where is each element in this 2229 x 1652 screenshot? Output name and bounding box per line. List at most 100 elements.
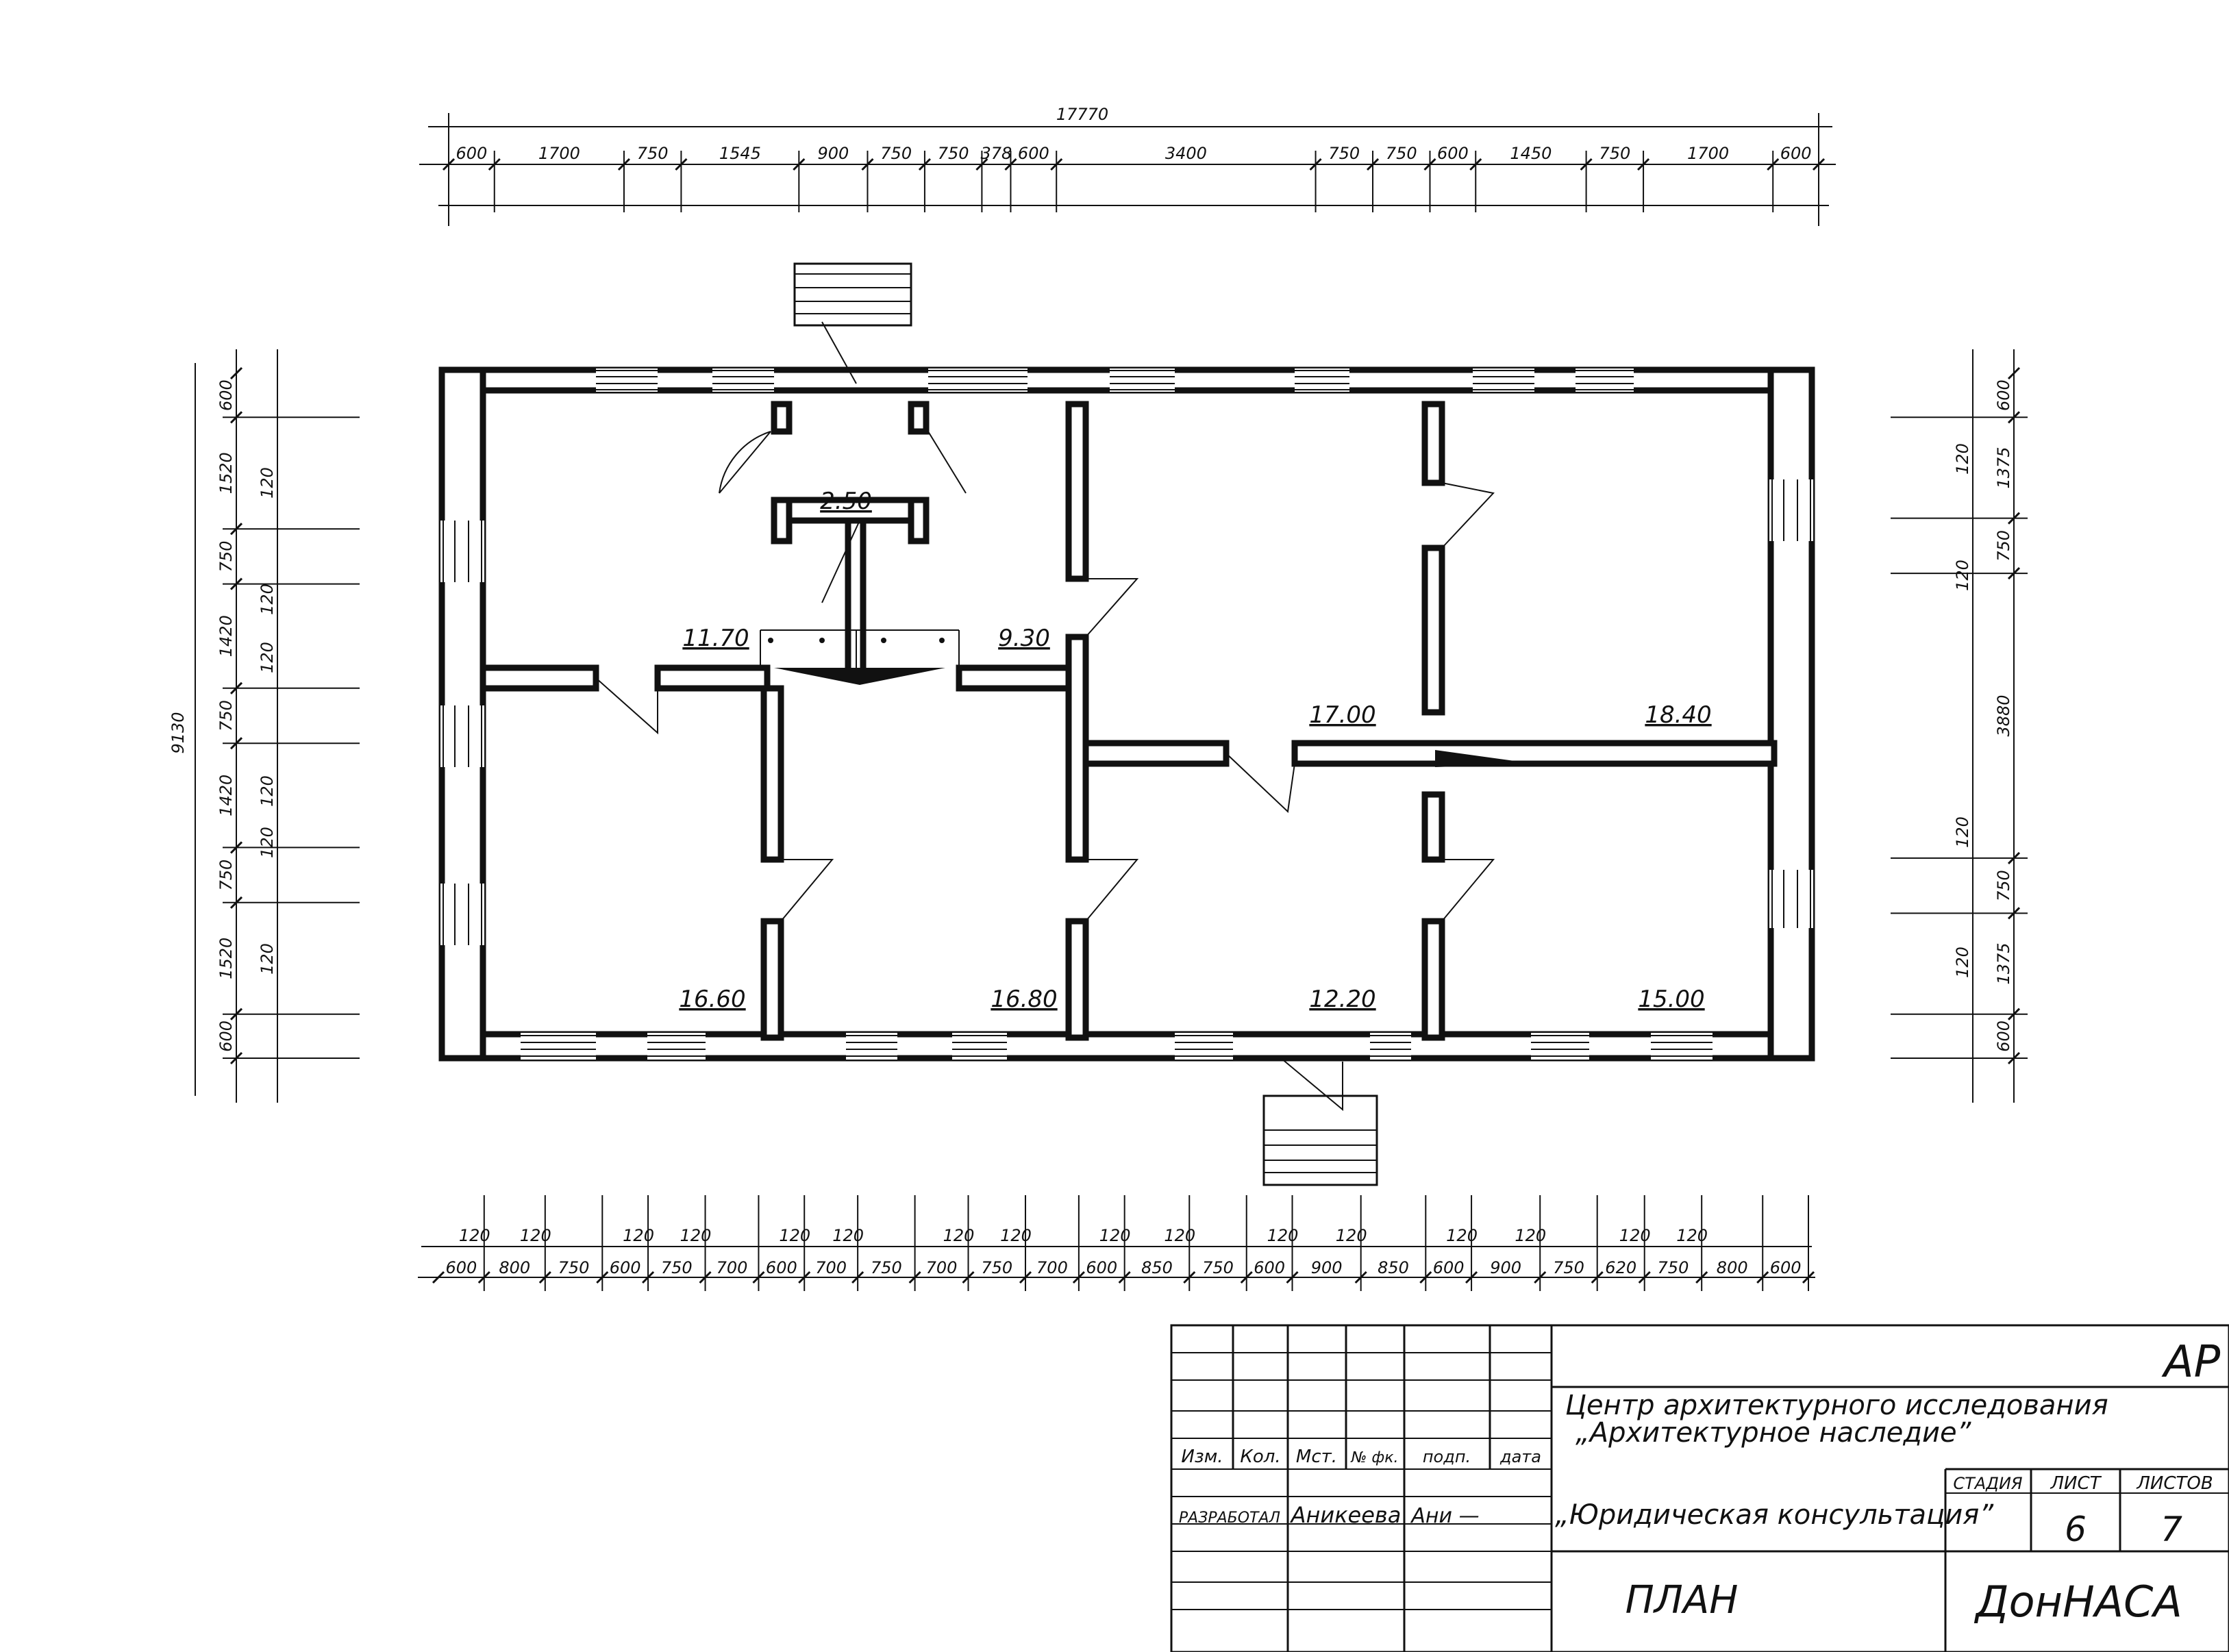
institution-name: ДонНАСА <box>1973 1577 2182 1627</box>
sheets-label: ЛИСТОВ <box>2136 1473 2213 1494</box>
bottom-wall-mark: 120 <box>1336 1226 1367 1245</box>
left-dimension-ticks <box>223 366 360 1065</box>
window-bottom <box>1175 1033 1233 1060</box>
developed-label: РАЗРАБОТАЛ <box>1179 1510 1280 1527</box>
north-entrance-steps <box>793 262 912 327</box>
sheet-value: 6 <box>2065 1510 2087 1549</box>
window-bottom <box>952 1033 1007 1060</box>
bottom-dimension-label: 850 <box>1141 1258 1173 1277</box>
bottom-wall-mark: 120 <box>680 1226 712 1245</box>
bottom-dimension-label: 600 <box>1086 1258 1117 1277</box>
developer-name: Аникеева <box>1290 1502 1402 1528</box>
overall-width-label: 17770 <box>1056 105 1108 124</box>
window-top <box>928 368 969 392</box>
right-dimension-ticks <box>1891 366 2028 1065</box>
right-dimension-label: 750 <box>1994 530 2013 562</box>
bottom-dimension-label: 600 <box>1770 1258 1802 1277</box>
top-dimension-label: 600 <box>1780 144 1812 163</box>
bottom-wall-mark: 120 <box>1164 1226 1195 1245</box>
window-top <box>969 368 1028 392</box>
organization-line2: „Архитектурное наследие” <box>1576 1417 1971 1449</box>
bottom-wall-mark: 120 <box>1619 1226 1651 1245</box>
header-nfk: № фк. <box>1351 1449 1399 1466</box>
window-left <box>440 521 484 582</box>
bottom-dimension-label: 700 <box>717 1258 748 1277</box>
drawing-name: ПЛАН <box>1626 1578 1739 1623</box>
window-bottom <box>1370 1033 1411 1060</box>
left-tick <box>229 366 243 380</box>
right-tick <box>2007 366 2021 380</box>
right-dimension-label: 3880 <box>1994 694 2013 736</box>
right-wall-mark: 120 <box>1953 443 1972 475</box>
window-left <box>440 705 484 767</box>
top-dimension-label: 378 <box>981 144 1012 163</box>
bottom-dimension-label: 600 <box>766 1258 797 1277</box>
bottom-dimension-ticks <box>432 1195 1815 1291</box>
top-dimension-label: 600 <box>1437 144 1469 163</box>
left-dimension-label: 600 <box>216 379 236 411</box>
top-dimension-label: 1700 <box>538 144 580 163</box>
room-area-corridor-west: 11.70 <box>682 625 749 652</box>
top-dimension-label: 750 <box>637 144 669 163</box>
bottom-wall-mark: 120 <box>832 1226 864 1245</box>
window-bottom <box>1531 1033 1589 1060</box>
top-dimension-label: 1450 <box>1510 144 1552 163</box>
window-top <box>596 368 658 392</box>
right-wall-mark: 120 <box>1953 560 1972 591</box>
window-bottom <box>647 1033 706 1060</box>
room-area-corridor-east: 9.30 <box>998 625 1050 652</box>
left-dimension-label: 750 <box>216 700 236 731</box>
bottom-dimension-label: 750 <box>661 1258 693 1277</box>
room-area-south-center-east: 12.20 <box>1309 986 1375 1013</box>
header-data: дата <box>1499 1447 1541 1466</box>
right-dimension-label: 600 <box>1994 379 2013 411</box>
title-block: АР Центр архитектурного исследования „Ар… <box>1170 1324 2229 1652</box>
window-openings <box>440 368 1813 1060</box>
top-dimension-label: 750 <box>880 144 912 163</box>
top-dimension-label: 1545 <box>719 144 761 163</box>
bottom-dimension-label: 700 <box>815 1258 847 1277</box>
top-dimension-label: 750 <box>1386 144 1417 163</box>
organization-line1: Центр архитектурного исследования <box>1565 1390 2108 1421</box>
left-dimension-label: 1520 <box>216 938 236 979</box>
window-right <box>1769 870 1813 928</box>
bottom-dimension-label: 800 <box>499 1258 530 1277</box>
window-top <box>1110 368 1175 392</box>
left-wall-mark: 120 <box>258 775 277 807</box>
bottom-dimension-label: 850 <box>1378 1258 1409 1277</box>
header-mst: Мст. <box>1296 1447 1337 1467</box>
sheet-label: ЛИСТ <box>2050 1473 2102 1494</box>
left-wall-mark: 120 <box>258 467 277 499</box>
bottom-dimension-label: 750 <box>558 1258 590 1277</box>
header-kol: Кол. <box>1240 1447 1280 1467</box>
top-dimension-label: 750 <box>1328 144 1360 163</box>
room-area-vestibule: 2.50 <box>820 488 872 515</box>
top-dimension-label: 1700 <box>1687 144 1729 163</box>
top-dimension-label: 3400 <box>1165 144 1207 163</box>
bottom-dimension-label: 620 <box>1605 1258 1636 1277</box>
right-wall-mark: 120 <box>1953 816 1972 848</box>
bottom-wall-mark: 120 <box>1267 1226 1299 1245</box>
bottom-dimension-label: 800 <box>1717 1258 1748 1277</box>
left-dimension-label: 1520 <box>216 452 236 494</box>
drawing-code: АР <box>2161 1337 2221 1388</box>
bottom-dimension-label: 750 <box>981 1258 1012 1277</box>
bottom-tick <box>432 1271 445 1284</box>
bottom-wall-mark: 120 <box>1099 1226 1131 1245</box>
bottom-dimension-label: 750 <box>1553 1258 1584 1277</box>
top-dimension-ticks <box>442 151 1826 212</box>
bottom-dimension-label: 600 <box>610 1258 641 1277</box>
top-dimension-label: 750 <box>938 144 969 163</box>
room-area-south-center: 16.80 <box>991 986 1057 1013</box>
window-top <box>1576 368 1634 392</box>
window-top <box>1295 368 1349 392</box>
staircase <box>760 629 960 678</box>
building-walls <box>438 366 1815 1062</box>
